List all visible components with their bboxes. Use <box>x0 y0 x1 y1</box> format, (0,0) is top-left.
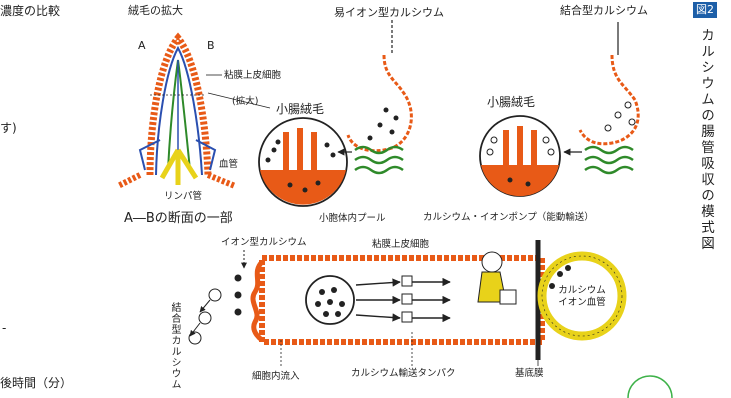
basement-membrane-label: 基底膜 <box>515 369 544 379</box>
epithelial-cell-label: 粘膜上皮細胞 <box>372 240 429 250</box>
blood-vessel-ion-label: カルシウムイオン血管 <box>556 285 608 309</box>
fragment-dash-label: - <box>2 322 6 334</box>
influx-label: 細胞内流入 <box>252 372 300 382</box>
villi-label-left: 小腸絨毛 <box>276 103 324 115</box>
figure-badge: 図2 <box>693 2 717 18</box>
ionic-calcium-label: イオン型カルシウム <box>221 238 307 248</box>
villus-title: 絨毛の拡大 <box>128 5 183 16</box>
stomach-ionic <box>348 20 411 173</box>
section-caption: A―Bの断面の一部 <box>124 212 233 225</box>
lymph-label: リンパ管 <box>164 192 202 202</box>
fragment-mid-label: す) <box>0 122 17 134</box>
bound-calcium-title: 結合型カルシウム <box>560 5 648 16</box>
pump-label: カルシウム・イオンポンプ（能動輸送） <box>423 213 594 223</box>
bound-calcium-vertical-label: 結合型カルシウム <box>167 302 182 390</box>
transport-protein-label: カルシウム輸送タンパク <box>351 369 456 379</box>
blood-vessel-label: 血管 <box>219 160 238 170</box>
side-caption: カルシウムの腸管吸収の模式図 <box>696 28 716 252</box>
epithelial-cell-strip <box>189 240 542 360</box>
fragment-bottom-label: 後時間（分） <box>0 377 72 389</box>
magnified-villus-left <box>259 118 347 206</box>
stomach-bound <box>580 22 638 173</box>
epithelial-label: 粘膜上皮細胞 <box>224 71 281 81</box>
stamp-mark <box>628 376 672 398</box>
magnify-label: (拡大) <box>232 97 258 107</box>
point-b-label: B <box>207 40 215 51</box>
ionic-calcium-title: 易イオン型カルシウム <box>334 7 444 18</box>
pool-label: 小胞体内プール <box>319 214 386 224</box>
fragment-top-label: 濃度の比較 <box>0 5 60 17</box>
villi-label-right: 小腸絨毛 <box>487 96 535 108</box>
magnified-villus-right <box>480 116 560 196</box>
point-a-label: A <box>138 40 146 51</box>
villus-cross-section <box>118 38 235 186</box>
